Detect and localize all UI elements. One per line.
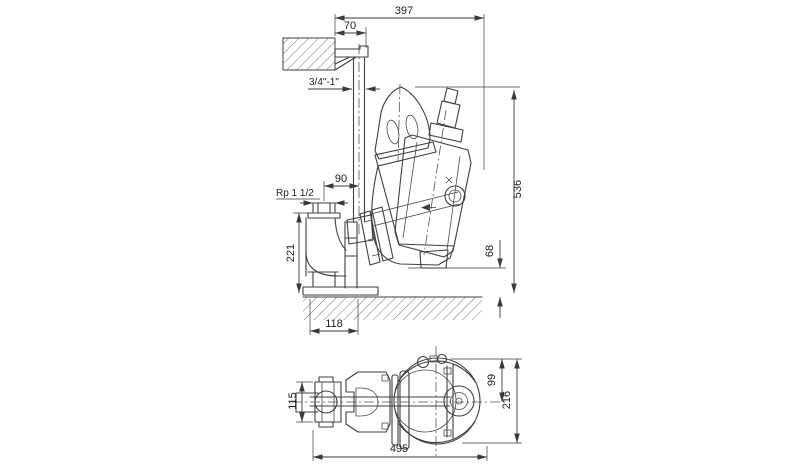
guide-rail-pipe xyxy=(352,44,366,236)
dim-label-216: 216 xyxy=(501,391,513,409)
dim-label-rp: Rp 1 1/2 xyxy=(276,188,314,199)
dim-label-99: 99 xyxy=(486,374,498,386)
dim-center-to-top-99: 99 xyxy=(450,358,522,402)
plan-handle-hole xyxy=(416,355,430,369)
plan-cable-connector xyxy=(443,385,475,417)
pump-side-view xyxy=(370,83,472,269)
plan-band-bottom xyxy=(398,420,476,444)
dim-wall-to-rail-70: 70 xyxy=(335,20,367,48)
dim-outlet-height-221: 221 xyxy=(285,212,312,293)
dim-bottom-clearance-68: 68 xyxy=(408,240,506,318)
handle-centerline xyxy=(397,83,401,163)
plan-coupling-bracket xyxy=(345,371,391,433)
dim-label-115: 115 xyxy=(287,392,299,410)
floor-section xyxy=(302,296,483,320)
plan-view xyxy=(292,346,505,456)
plan-inlet-flange xyxy=(314,376,342,428)
coupling-column xyxy=(344,221,358,289)
plan-handle-hole xyxy=(436,353,448,365)
plan-port-circle xyxy=(314,390,338,414)
vent-mark xyxy=(445,176,453,184)
pump-volute xyxy=(370,165,460,269)
motor-body xyxy=(394,109,472,258)
dim-overall-length-495: 495 xyxy=(312,430,488,461)
wall-section xyxy=(282,37,336,71)
dim-flange-width-115: 115 xyxy=(287,381,313,423)
flow-arrow-icon xyxy=(421,204,430,211)
port-boss xyxy=(444,185,466,207)
base-plate xyxy=(302,286,379,296)
handle-hole xyxy=(405,114,419,140)
dim-label-68: 68 xyxy=(484,245,496,257)
dim-outlet-thread-rp: Rp 1 1/2 xyxy=(276,188,348,206)
dim-rail-to-outlet-90: 90 xyxy=(323,173,359,201)
dim-label-90: 90 xyxy=(335,173,347,185)
guide-claw xyxy=(346,206,394,266)
cable-plug xyxy=(428,87,464,143)
dim-label-rail-size: 3/4"-1" xyxy=(309,77,339,88)
lifting-handle xyxy=(374,86,431,160)
dim-label-495: 495 xyxy=(390,443,408,455)
clamp-band xyxy=(374,141,437,167)
discharge-elbow xyxy=(302,202,379,296)
dim-label-118: 118 xyxy=(325,318,343,330)
outlet-collar xyxy=(307,212,341,219)
outlet-stub xyxy=(312,202,336,214)
plan-clamp-bars xyxy=(391,370,410,450)
plan-pump-body xyxy=(309,353,481,445)
handle-hole xyxy=(386,119,400,145)
dim-overall-width-397: 397 xyxy=(334,5,485,170)
dim-label-221: 221 xyxy=(285,244,297,262)
dim-label-70: 70 xyxy=(344,20,356,32)
motor-centerline xyxy=(423,109,447,256)
plan-band-top xyxy=(397,360,477,384)
dim-label-536: 536 xyxy=(512,180,524,198)
dim-guide-rail-size: 3/4"-1" xyxy=(308,77,380,92)
elbow-foot xyxy=(307,271,339,288)
dim-label-397: 397 xyxy=(395,5,413,17)
dim-overall-depth-216: 216 xyxy=(462,359,522,444)
dim-overall-height-536: 536 xyxy=(415,86,524,293)
dim-base-width-118: 118 xyxy=(309,299,359,335)
rail-mounting-bracket xyxy=(334,45,369,71)
